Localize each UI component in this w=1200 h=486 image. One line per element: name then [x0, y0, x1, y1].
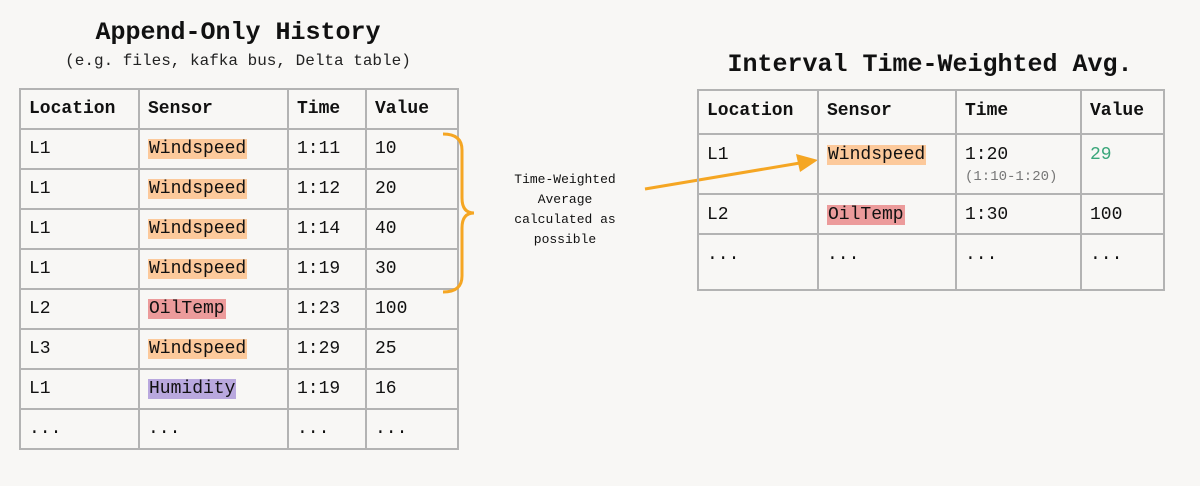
time-cell: 1:12 — [287, 168, 367, 210]
sensor-cell: ... — [138, 408, 289, 450]
note-line: possible — [533, 232, 597, 247]
header-time: Time — [287, 88, 367, 130]
table-row: ............ — [19, 408, 459, 450]
header-value: Value — [365, 88, 459, 130]
note-line: Time-Weighted — [514, 172, 616, 187]
sensor-tag: OilTemp — [827, 205, 905, 225]
left-title: Append-Only History — [95, 18, 381, 47]
sensor-cell: OilTemp — [817, 193, 957, 235]
header-sensor: Sensor — [817, 89, 957, 135]
header-sensor: Sensor — [138, 88, 289, 130]
time-cell: 1:30 — [955, 193, 1082, 235]
location-cell: ... — [697, 233, 819, 291]
sensor-cell: Windspeed — [138, 168, 289, 210]
value-cell: 20 — [365, 168, 459, 210]
note-line: calculated as — [514, 212, 616, 227]
location-cell: L1 — [19, 208, 140, 250]
sensor-tag: Windspeed — [827, 145, 927, 165]
location-cell: L2 — [19, 288, 140, 330]
time-interval: (1:10-1:20) — [965, 169, 1058, 185]
location-cell: L1 — [19, 368, 140, 410]
value-cell: 100 — [365, 288, 459, 330]
value-cell: 100 — [1080, 193, 1165, 235]
location-cell: ... — [19, 408, 140, 450]
sensor-cell: OilTemp — [138, 288, 289, 330]
sensor-tag: Windspeed — [148, 259, 248, 279]
value-cell: ... — [365, 408, 459, 450]
header-location: Location — [19, 88, 140, 130]
location-cell: L1 — [697, 133, 819, 195]
sensor-tag: Windspeed — [148, 339, 248, 359]
location-cell: L1 — [19, 128, 140, 170]
table-row: ............ — [697, 233, 1165, 291]
sensor-tag: OilTemp — [148, 299, 226, 319]
location-cell: L3 — [19, 328, 140, 370]
value-cell: 16 — [365, 368, 459, 410]
time-cell: ... — [955, 233, 1082, 291]
location-cell: L1 — [19, 168, 140, 210]
value-cell: ... — [1080, 233, 1165, 291]
value-cell: 25 — [365, 328, 459, 370]
right-title: Interval Time-Weighted Avg. — [727, 50, 1133, 79]
value-cell: 29 — [1080, 133, 1165, 195]
sensor-tag: Windspeed — [148, 219, 248, 239]
table-row: L1 Windspeed 1:20 (1:10-1:20) 29 — [697, 133, 1165, 195]
time-cell: 1:29 — [287, 328, 367, 370]
sensor-tag: Windspeed — [148, 179, 248, 199]
sensor-cell: Windspeed — [817, 133, 957, 195]
time-value: 1:20 — [965, 145, 1009, 165]
time-weighted-note: Time-Weighted Average calculated as poss… — [490, 170, 640, 250]
sensor-tag: Windspeed — [148, 139, 248, 159]
time-cell: 1:20 (1:10-1:20) — [955, 133, 1082, 195]
value-cell: 40 — [365, 208, 459, 250]
sensor-cell: ... — [817, 233, 957, 291]
sensor-cell: Windspeed — [138, 328, 289, 370]
header-value: Value — [1080, 89, 1165, 135]
header-location: Location — [697, 89, 819, 135]
time-cell: 1:23 — [287, 288, 367, 330]
time-cell: 1:19 — [287, 368, 367, 410]
interval-twa-table: Location Sensor Time Value L1 Windspeed 1:… — [697, 89, 1165, 291]
sensor-cell: Windspeed — [138, 128, 289, 170]
note-line: Average — [537, 192, 593, 207]
table-header-row: Location Sensor Time Value — [19, 88, 459, 130]
time-cell: 1:11 — [287, 128, 367, 170]
table-header-row: Location Sensor Time Value — [697, 89, 1165, 135]
left-subtitle: (e.g. files, kafka bus, Delta table) — [65, 52, 411, 70]
location-cell: L1 — [19, 248, 140, 290]
time-cell: 1:14 — [287, 208, 367, 250]
location-cell: L2 — [697, 193, 819, 235]
sensor-tag: Humidity — [148, 379, 237, 399]
time-cell: ... — [287, 408, 367, 450]
sensor-cell: Windspeed — [138, 208, 289, 250]
sensor-cell: Humidity — [138, 368, 289, 410]
value-cell: 30 — [365, 248, 459, 290]
sensor-cell: Windspeed — [138, 248, 289, 290]
time-cell: 1:19 — [287, 248, 367, 290]
curly-brace-icon — [442, 132, 475, 294]
header-time: Time — [955, 89, 1082, 135]
